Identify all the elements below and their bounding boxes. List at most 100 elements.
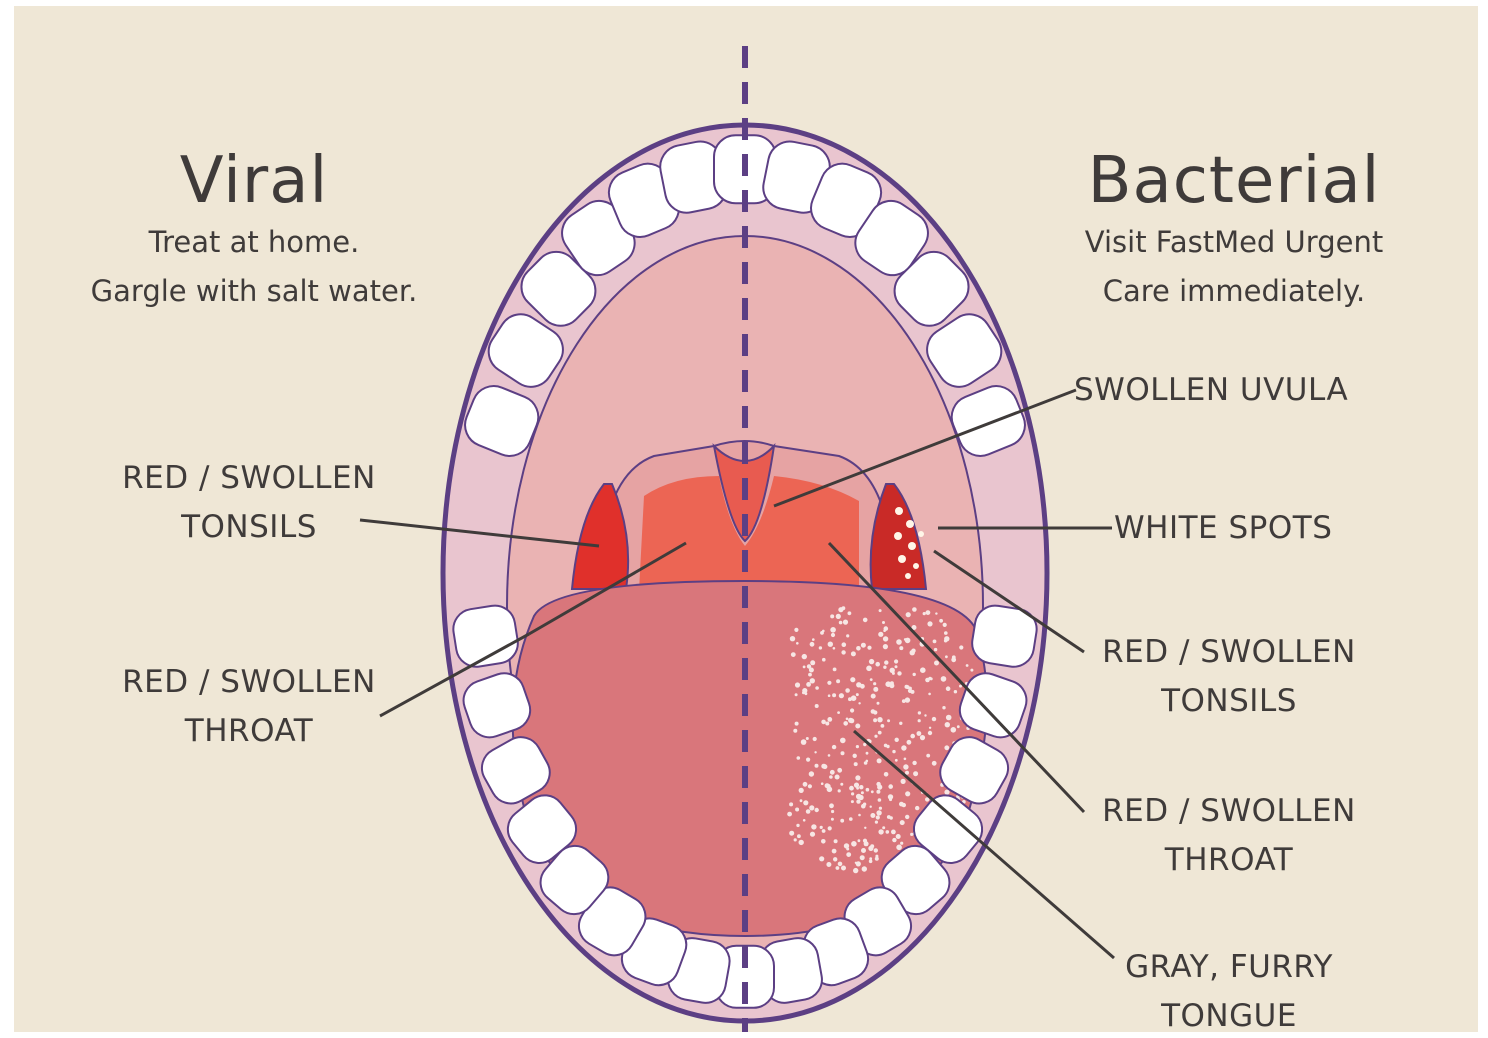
coating-dot	[845, 688, 850, 693]
coating-dot	[887, 815, 891, 819]
coating-dot	[884, 626, 889, 631]
viral-throat-label-2: THROAT	[94, 707, 404, 756]
coating-dot	[901, 779, 906, 784]
coating-dot	[944, 745, 949, 750]
coating-dot	[927, 621, 932, 626]
coating-dot	[797, 834, 801, 838]
coating-dot	[925, 678, 930, 683]
bacterial-uvula-label: SWOLLEN UVULA	[1074, 366, 1414, 415]
coating-dot	[891, 830, 896, 835]
coating-dot	[861, 791, 864, 794]
coating-dot	[867, 646, 871, 650]
coating-dot	[793, 729, 797, 733]
coating-dot	[810, 660, 815, 665]
coating-dot	[808, 784, 812, 788]
coating-dot	[851, 800, 854, 803]
coating-dot	[944, 631, 948, 635]
coating-dot	[815, 686, 819, 690]
coating-dot	[789, 831, 794, 836]
coating-dot	[859, 795, 864, 800]
coating-dot	[876, 790, 880, 794]
coating-dot	[813, 737, 817, 741]
coating-dot	[825, 722, 829, 726]
coating-dot	[850, 677, 855, 682]
coating-dot	[913, 771, 918, 776]
coating-dot	[877, 702, 880, 705]
coating-dot	[912, 607, 917, 612]
coating-dot	[838, 862, 843, 867]
coating-dot	[858, 839, 861, 842]
coating-dot	[905, 815, 909, 819]
coating-dot	[820, 826, 823, 829]
coating-dot	[802, 688, 807, 693]
coating-dot	[851, 841, 857, 847]
coating-dot	[795, 808, 799, 812]
coating-dot	[934, 661, 939, 666]
coating-dot	[794, 838, 797, 841]
coating-dot	[849, 786, 854, 791]
diagram-canvas: Viral Treat at home. Gargle with salt wa…	[14, 6, 1478, 1032]
coating-dot	[959, 685, 962, 688]
coating-dot	[870, 844, 874, 848]
coating-dot	[839, 693, 844, 698]
coating-dot	[869, 860, 873, 864]
coating-dot	[853, 754, 857, 758]
coating-dot	[808, 673, 812, 677]
coating-dot	[884, 660, 888, 664]
coating-dot	[915, 806, 919, 810]
coating-dot	[873, 682, 876, 685]
coating-dot	[879, 609, 882, 612]
coating-dot	[828, 694, 831, 697]
coating-dot	[834, 839, 838, 843]
coating-dot	[874, 848, 878, 852]
coating-dot	[826, 784, 831, 789]
coating-dot	[906, 685, 910, 689]
coating-dot	[807, 664, 811, 668]
coating-dot	[837, 768, 842, 773]
coating-dot	[851, 651, 856, 656]
coating-dot	[875, 821, 878, 824]
coating-dot	[890, 668, 895, 673]
coating-dot	[870, 806, 872, 808]
bacterial-advice-1: Visit FastMed Urgent	[1034, 218, 1434, 267]
viral-title: Viral	[154, 146, 354, 216]
coating-dot	[800, 799, 803, 802]
coating-dot	[809, 771, 814, 776]
coating-dot	[830, 614, 834, 618]
coating-dot	[841, 866, 846, 871]
coating-dot	[843, 721, 848, 726]
coating-dot	[878, 731, 882, 735]
coating-dot	[943, 623, 947, 627]
coating-dot	[787, 812, 792, 817]
coating-dot	[876, 782, 880, 786]
coating-dot	[892, 750, 895, 753]
coating-dot	[899, 722, 902, 725]
coating-dot	[836, 679, 840, 683]
coating-dot	[957, 725, 960, 728]
coating-dot	[794, 628, 798, 632]
coating-dot	[900, 842, 903, 845]
coating-dot	[806, 758, 810, 762]
coating-dot	[896, 834, 901, 839]
coating-dot	[905, 791, 910, 796]
coating-dot	[803, 666, 806, 669]
coating-dot	[855, 724, 860, 729]
coating-dot	[951, 727, 957, 733]
coating-dot	[832, 849, 837, 854]
coating-dot	[863, 839, 867, 843]
bacterial-spots-label: WHITE SPOTS	[1114, 504, 1414, 553]
coating-dot	[883, 636, 888, 641]
coating-dot	[832, 745, 836, 749]
coating-dot	[860, 855, 865, 860]
coating-dot	[841, 751, 845, 755]
coating-dot	[869, 659, 874, 664]
coating-dot	[856, 799, 860, 803]
coating-dot	[856, 745, 859, 748]
coating-dot	[866, 788, 870, 792]
coating-dot	[789, 802, 793, 806]
coating-dot	[913, 673, 916, 676]
coating-dot	[831, 633, 835, 637]
coating-dot	[822, 829, 826, 833]
coating-dot	[848, 611, 852, 615]
coating-dot	[945, 722, 950, 727]
